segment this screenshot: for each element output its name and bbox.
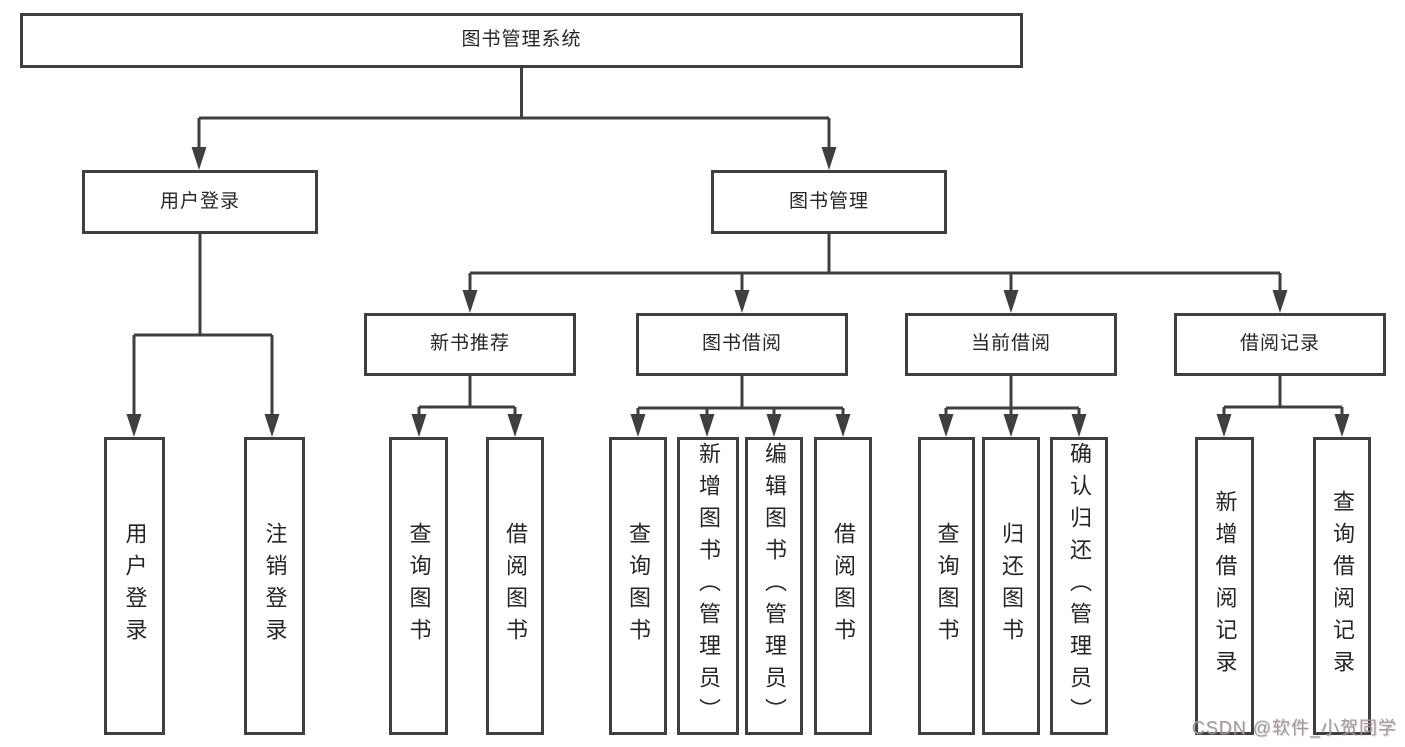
leaf-records-add-label: 新增借阅记录 [1212, 490, 1238, 682]
leaf-newbooks-borrow-label: 借阅图书 [503, 522, 528, 650]
leaf-borrow-add-admin: 新增图书（管理员） [677, 437, 739, 735]
leaf-borrow-edit-admin-label: 编辑图书（管理员） [762, 442, 787, 730]
node-borrow-records-label: 借阅记录 [1239, 333, 1320, 355]
leaf-newbooks-query: 查询图书 [389, 437, 448, 735]
watermark: CSDN @软件_小贺同学 [1191, 718, 1397, 738]
leaf-current-confirm-admin-label: 确认归还（管理员） [1067, 442, 1092, 730]
leaf-borrow-query: 查询图书 [609, 437, 667, 735]
node-new-book-recommend-label: 新书推荐 [429, 333, 510, 355]
node-system-root-label: 图书管理系统 [461, 29, 582, 51]
leaf-current-return: 归还图书 [982, 437, 1040, 735]
node-book-borrow-label: 图书借阅 [701, 333, 782, 355]
node-book-borrow: 图书借阅 [636, 313, 848, 376]
leaf-current-return-label: 归还图书 [999, 522, 1024, 650]
leaf-newbooks-borrow: 借阅图书 [486, 437, 544, 735]
leaf-borrow-query-label: 查询图书 [626, 522, 651, 650]
leaf-borrow-edit-admin: 编辑图书（管理员） [745, 437, 803, 735]
leaf-logout: 注销登录 [244, 437, 305, 735]
node-current-borrow: 当前借阅 [905, 313, 1117, 376]
node-user-login: 用户登录 [82, 170, 318, 234]
leaf-current-query: 查询图书 [918, 437, 975, 735]
leaf-logout-label: 注销登录 [262, 522, 288, 650]
leaf-borrow-borrow: 借阅图书 [814, 437, 872, 735]
node-book-management: 图书管理 [711, 170, 947, 234]
leaf-newbooks-query-label: 查询图书 [406, 522, 432, 650]
leaf-user-login: 用户登录 [104, 437, 165, 735]
leaf-records-query: 查询借阅记录 [1313, 437, 1371, 735]
leaf-records-query-label: 查询借阅记录 [1330, 490, 1355, 682]
leaf-borrow-borrow-label: 借阅图书 [831, 522, 856, 650]
leaf-user-login-label: 用户登录 [122, 522, 148, 650]
node-book-management-label: 图书管理 [788, 190, 869, 212]
node-system-root: 图书管理系统 [20, 13, 1023, 68]
leaf-current-query-label: 查询图书 [934, 522, 960, 650]
node-borrow-records: 借阅记录 [1174, 313, 1386, 376]
leaf-borrow-add-admin-label: 新增图书（管理员） [696, 442, 721, 730]
leaf-current-confirm-admin: 确认归还（管理员） [1050, 437, 1108, 735]
node-new-book-recommend: 新书推荐 [364, 313, 576, 376]
node-current-borrow-label: 当前借阅 [970, 333, 1051, 355]
leaf-records-add: 新增借阅记录 [1195, 437, 1254, 735]
node-user-login-label: 用户登录 [159, 190, 240, 212]
